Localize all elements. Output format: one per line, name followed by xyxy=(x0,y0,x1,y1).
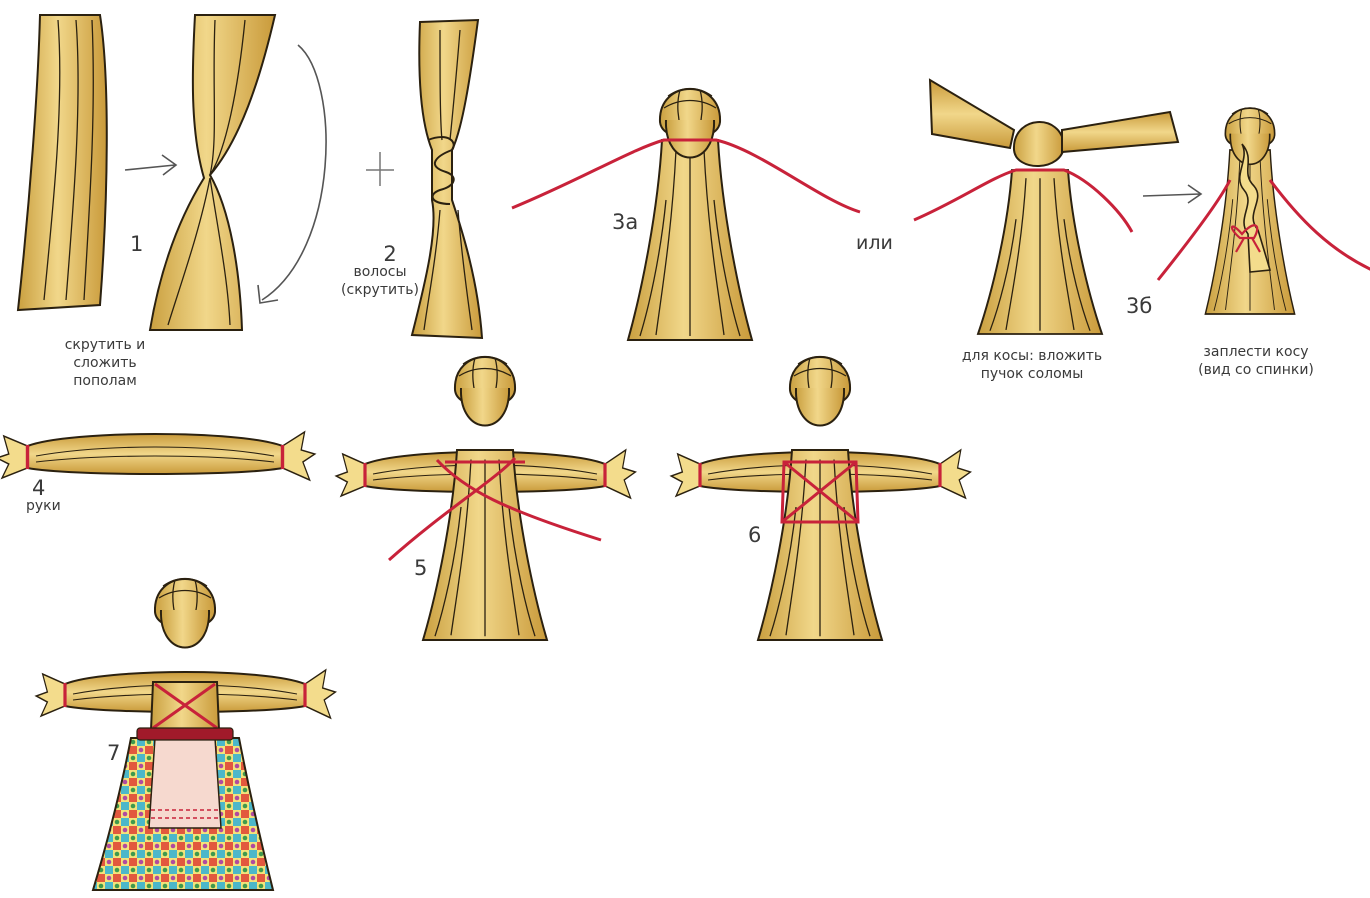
step-3b-illustration xyxy=(1158,108,1370,314)
step-4-caption: руки xyxy=(26,497,61,515)
arrow-right-icon xyxy=(125,155,176,175)
step-1-illustration xyxy=(18,15,275,330)
plus-icon xyxy=(366,152,394,186)
or-connector: или xyxy=(856,232,893,254)
curved-arrow-icon xyxy=(258,45,326,303)
step-1-caption: скрутить и сложить пополам xyxy=(40,336,170,390)
arrow-right-icon xyxy=(1143,185,1201,203)
step-3a-number: 3а xyxy=(612,210,638,234)
step-2-caption: волосы (скрутить) xyxy=(340,263,420,299)
step-1-number: 1 xyxy=(130,232,143,256)
step-7-number: 7 xyxy=(107,741,120,765)
step-6-illustration xyxy=(671,357,970,641)
step-2-illustration xyxy=(412,20,482,338)
step-5-number: 5 xyxy=(414,556,427,580)
step-3a-illustration xyxy=(512,89,860,341)
step-4-illustration xyxy=(0,432,315,480)
step-3b-caption: заплести косу (вид со спинки) xyxy=(1186,343,1326,379)
step-3b-number: 3б xyxy=(1126,294,1152,318)
step-7-illustration xyxy=(36,579,335,891)
step-5-illustration xyxy=(336,357,635,641)
step-3b-alt-caption: для косы: вложить пучок соломы xyxy=(948,347,1116,383)
step-6-number: 6 xyxy=(748,523,761,547)
